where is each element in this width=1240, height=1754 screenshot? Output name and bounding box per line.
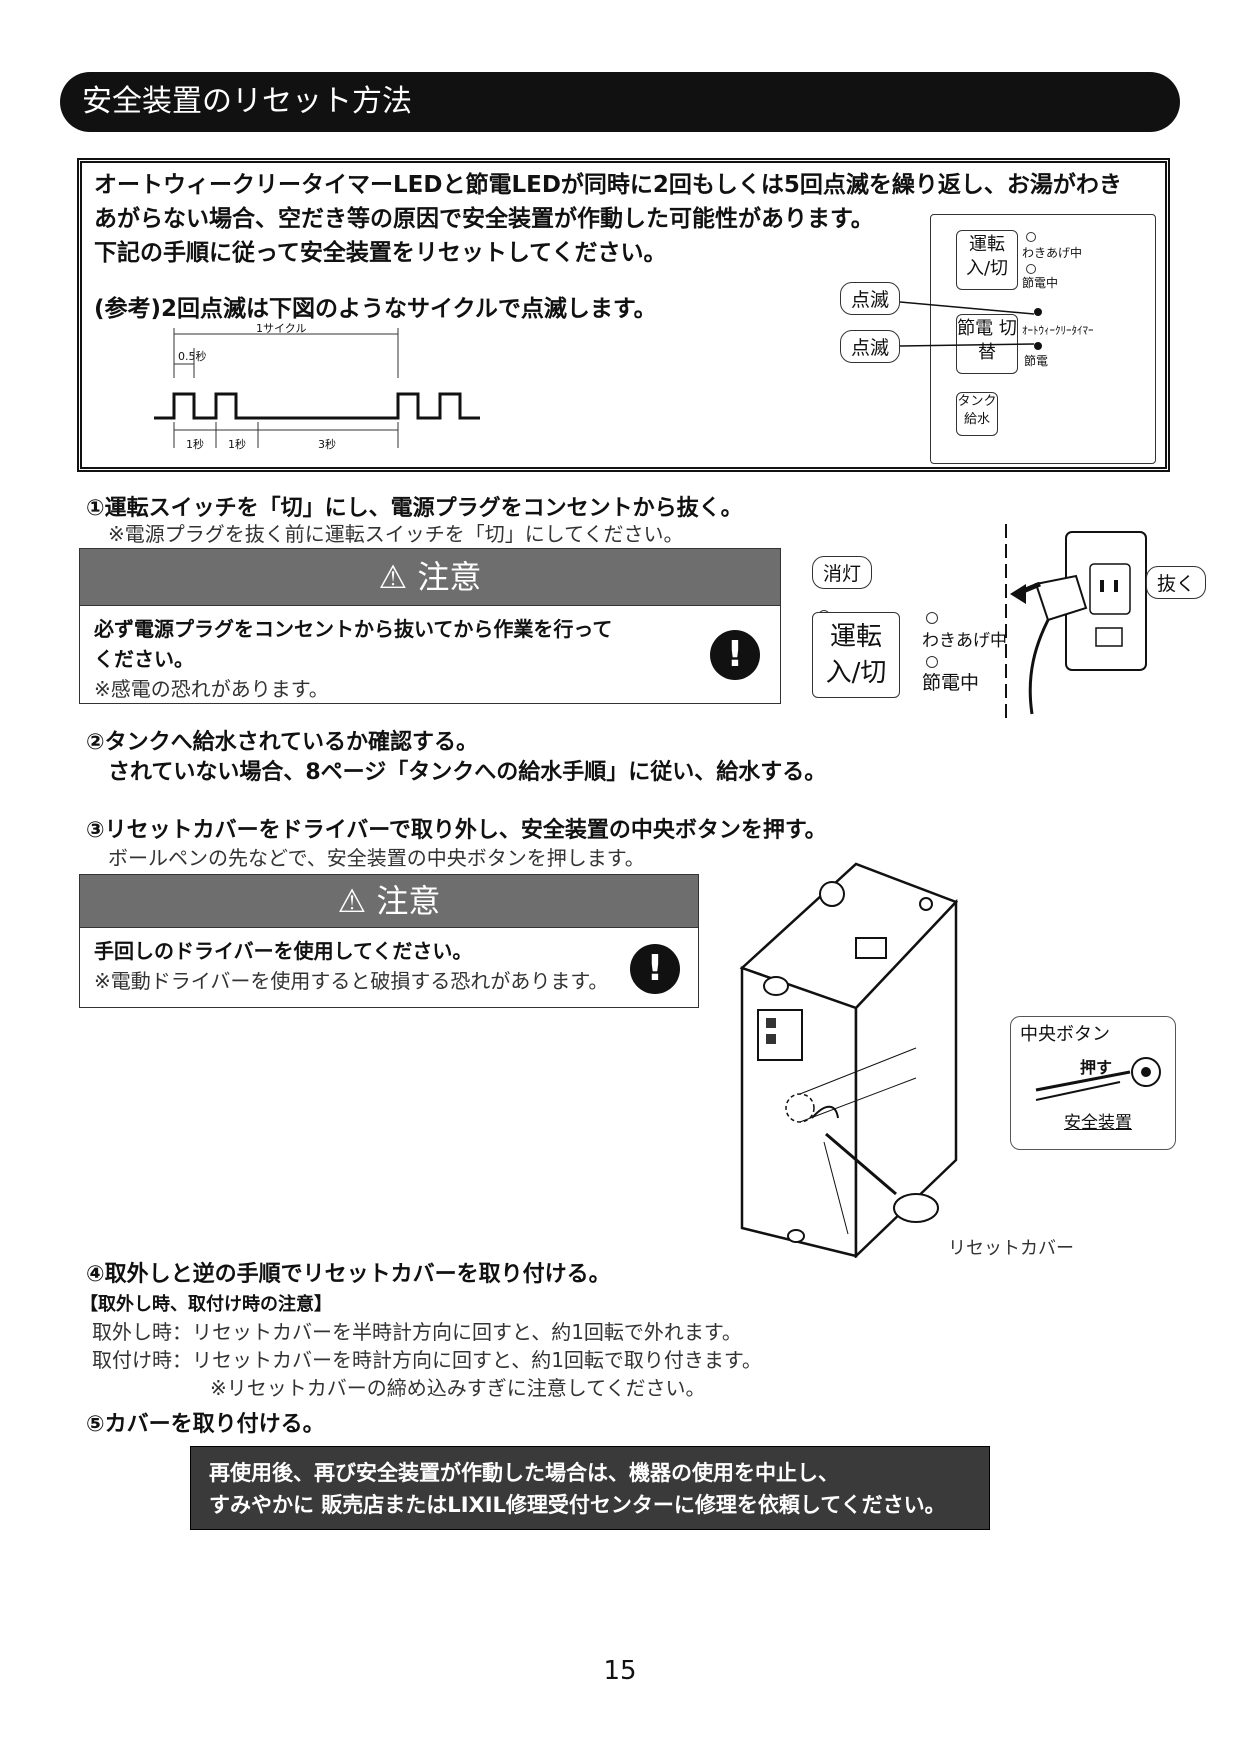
center-button-label: 中央ボタン [1020, 1024, 1110, 1045]
wakiage-led-icon [1026, 232, 1036, 242]
setsuden-chu-label-2: 節電中 [922, 672, 980, 694]
setsuden-chu-led-icon [1026, 264, 1036, 274]
blink-tag-1: 点滅 [840, 282, 901, 315]
warning-triangle-icon: ⚠ [337, 882, 367, 920]
half-second-label: 0.5秒 [178, 350, 207, 363]
cycle-label: 1サイクル [256, 322, 307, 335]
intro-line-1: オートウィークリータイマーLEDと節電LEDが同時に2回もしくは5回点滅を繰り返… [94, 172, 1122, 198]
setsuden-led-icon [1034, 342, 1042, 350]
caution2-line-1: 手回しのドライバーを使用してください。 [94, 939, 473, 963]
wakiage-label-2: わきあげ中 [922, 631, 1007, 651]
step3-title: ③リセットカバーをドライバーで取り外し、安全装置の中央ボタンを押す。 [86, 818, 827, 843]
caution-box-1: ⚠ 注意 必ず電源プラグをコンセントから抜いてから作業を行って ください。 ※感… [79, 548, 781, 704]
step1-title: ①運転スイッチを「切」にし、電源プラグをコンセントから抜く。 [86, 496, 743, 521]
blink-tag-2: 点滅 [840, 330, 901, 363]
one-second-label-a: 1秒 [186, 438, 204, 451]
step4-caution-note: ※リセットカバーの締め込みすぎに注意してください。 [210, 1376, 706, 1400]
step4-title: ④取外しと逆の手順でリセットカバーを取り付ける。 [86, 1262, 611, 1287]
caution2-line-2: ※電動ドライバーを使用すると破損する恐れがあります。 [94, 969, 609, 993]
step4-attach-note: 取付け時：リセットカバーを時計方向に回すと、約1回転で取り付きます。 [92, 1348, 762, 1372]
caution-header-1: ⚠ 注意 [80, 549, 780, 606]
run-button: 運転 入/切 [956, 230, 1018, 290]
off-tag: 消灯 [812, 556, 873, 589]
step1-note: ※電源プラグを抜く前に運転スイッチを「切」にしてください。 [108, 522, 684, 546]
step4-remove-note: 取外し時：リセットカバーを半時計方向に回すと、約1回転で外れます。 [92, 1320, 742, 1344]
section-title: 安全装置のリセット方法 [60, 72, 1180, 132]
pull-tag: 抜く [1146, 566, 1207, 599]
blink-cycle-diagram [154, 328, 480, 448]
exclamation-icon: ! [710, 630, 760, 680]
timer-led-label: ｵｰﾄｳｨｰｸﾘｰﾀｲﾏｰ [1022, 324, 1094, 337]
caution-title-1: 注意 [417, 558, 482, 596]
exclamation-icon: ! [630, 944, 680, 994]
push-label: 押す [1080, 1058, 1113, 1077]
step3-note: ボールペンの先などで、安全装置の中央ボタンを押します。 [108, 846, 645, 870]
caution1-line-2: ください。 [94, 647, 194, 671]
page-number: 15 [603, 1656, 637, 1686]
wakiage-label: わきあげ中 [1022, 246, 1083, 260]
repair-warning-box: 再使用後、再び安全装置が作動した場合は、機器の使用を中止し、 すみやかに 販売店… [190, 1446, 990, 1530]
caution-title-2: 注意 [376, 882, 441, 920]
setsuden-chu-led-icon-2 [926, 656, 938, 668]
wakiage-led-icon-2 [926, 612, 938, 624]
step2-line-2: されていない場合、8ページ「タンクへの給水手順」に従い、給水する。 [108, 760, 827, 785]
intro-reference: (参考)2回点滅は下図のようなサイクルで点滅します。 [94, 296, 657, 322]
caution1-line-3: ※感電の恐れがあります。 [94, 677, 329, 701]
intro-line-2: あがらない場合、空だき等の原因で安全装置が作動した可能性があります。 [94, 206, 874, 232]
warning-triangle-icon: ⚠ [378, 558, 408, 596]
tank-button: タンク 給水 [956, 392, 998, 436]
blink-leader-lines [900, 301, 1035, 347]
step4-notes-heading: 【取外し時、取付け時の注意】 [80, 1294, 332, 1315]
setsuden-led-label: 節電 [1024, 354, 1049, 368]
outlet-plug-illustration [1005, 524, 1147, 724]
step5-title: ⑤カバーを取り付ける。 [86, 1412, 325, 1437]
timer-led-icon [1034, 308, 1042, 316]
run-button-large: 運転 入/切 [812, 612, 900, 698]
warning-line-2: すみやかに 販売店またはLIXIL修理受付センターに修理を依頼してください。 [209, 1493, 946, 1517]
step2-title: ②タンクへ給水されているか確認する。 [86, 730, 478, 755]
three-second-label: 3秒 [318, 438, 336, 451]
info-box [77, 158, 1170, 472]
warning-line-1: 再使用後、再び安全装置が作動した場合は、機器の使用を中止し、 [209, 1461, 839, 1485]
caution1-line-1: 必ず電源プラグをコンセントから抜いてから作業を行って [94, 617, 613, 641]
caution-box-2: ⚠ 注意 手回しのドライバーを使用してください。 ※電動ドライバーを使用すると破… [79, 874, 699, 1008]
water-heater-illustration [739, 862, 959, 1258]
one-second-label-b: 1秒 [228, 438, 246, 451]
reset-cover-label: リセットカバー [948, 1238, 1074, 1259]
caution-header-2: ⚠ 注意 [80, 875, 698, 928]
safety-device-label: 安全装置 [1064, 1113, 1132, 1133]
intro-line-3: 下記の手順に従って安全装置をリセットしてください。 [94, 240, 667, 266]
safety-device-icon [1035, 1057, 1161, 1101]
setsuden-chu-label: 節電中 [1022, 276, 1059, 290]
